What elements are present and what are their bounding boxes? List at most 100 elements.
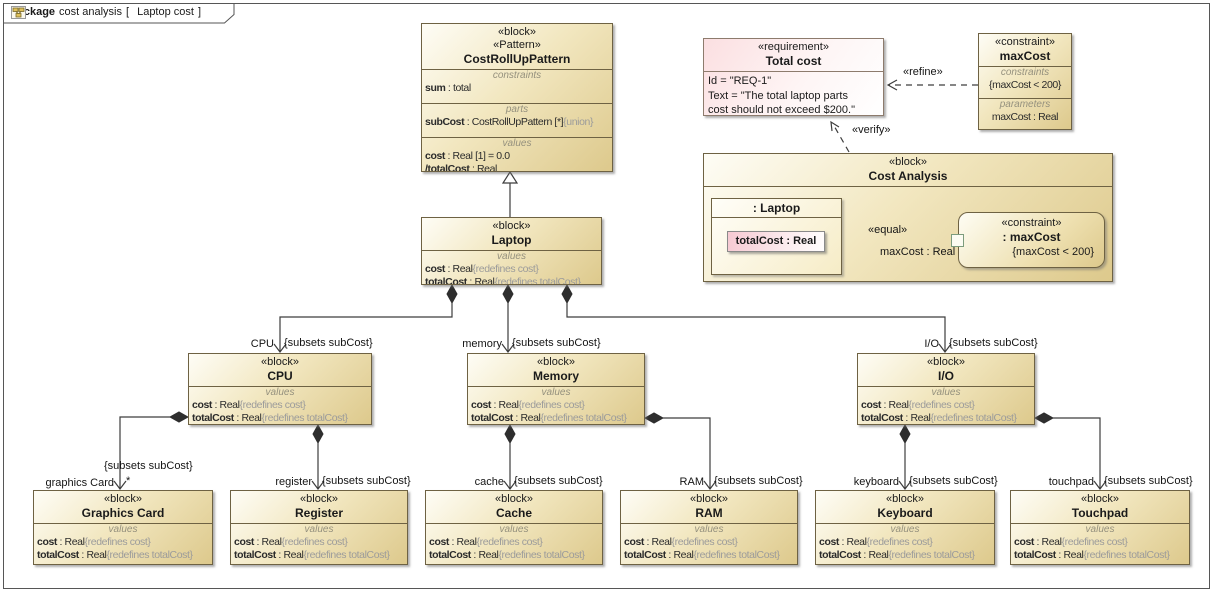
- value-property: cost : Real{redefines cost}: [1014, 536, 1128, 548]
- value-property: totalCost : Real{redefines totalCost}: [471, 411, 627, 424]
- constraint-item: {maxCost < 200}: [989, 79, 1061, 91]
- block-name: Cost Analysis: [868, 169, 948, 183]
- role-label-ram: RAM: [679, 476, 704, 488]
- block-costrolluppattern[interactable]: «block» «Pattern» CostRollUpPattern cons…: [421, 23, 613, 172]
- block-header: «block» CPU: [189, 354, 371, 386]
- value-property: cost : Real{redefines cost}: [429, 536, 543, 548]
- value-property: cost : Real{redefines cost}: [37, 536, 151, 548]
- diagram-frame: [3, 3, 1210, 589]
- value-property: totalCost : Real{redefines totalCost}: [1014, 548, 1170, 561]
- subsets-label-cpu: {subsets subCost}: [284, 337, 373, 349]
- parameter-port[interactable]: [951, 234, 964, 247]
- part-name: : Laptop: [712, 199, 841, 218]
- part-property: subCost : CostRollUpPattern [*]{union}: [425, 116, 594, 128]
- block-header: «block» I/O: [858, 354, 1034, 386]
- block-header: «block» Register: [231, 491, 407, 523]
- constraint-property-maxcost[interactable]: «constraint» : maxCost {maxCost < 200}: [958, 212, 1105, 268]
- stereotype: «block»: [261, 356, 299, 368]
- stereotype: «block»: [498, 26, 536, 38]
- compartment-label: values: [694, 524, 724, 535]
- requirement-name: Total cost: [765, 54, 822, 68]
- constraint-property: sum : total: [425, 82, 471, 94]
- role-label-touchpad: touchpad: [1048, 476, 1094, 488]
- block-laptop[interactable]: «block» Laptop values cost : Real{redefi…: [421, 217, 602, 285]
- value-property: totalCost : Real{redefines totalCost}: [819, 548, 975, 561]
- compartment-label: constraints: [1000, 67, 1050, 78]
- block-header: «block» Cost Analysis: [704, 154, 1112, 187]
- stereotype: «block»: [104, 493, 142, 505]
- block-name: Cache: [495, 506, 533, 520]
- role-label-cpu: CPU: [250, 338, 274, 350]
- block-touchpad[interactable]: «block» Touchpad values cost : Real{rede…: [1010, 490, 1190, 565]
- block-io[interactable]: «block» I/O values cost : Real{redefines…: [857, 353, 1035, 425]
- compartment-label: values: [499, 524, 529, 535]
- package-context: cost analysis: [59, 6, 123, 18]
- stereotype: «block»: [886, 493, 924, 505]
- block-name: CostRollUpPattern: [463, 52, 571, 66]
- value-property-totalcost[interactable]: totalCost : Real: [727, 231, 825, 252]
- compartment-label: values: [1085, 524, 1115, 535]
- values-compartment: values cost : Real{redefines cost} total…: [816, 523, 994, 564]
- role-label-io: I/O: [924, 338, 939, 350]
- stereotype: «requirement»: [758, 41, 829, 53]
- compartment-label: values: [890, 524, 920, 535]
- parts-compartment: parts subCost : CostRollUpPattern [*]{un…: [422, 103, 612, 137]
- block-keyboard[interactable]: «block» Keyboard values cost : Real{rede…: [815, 490, 995, 565]
- block-graphics-card[interactable]: «block» Graphics Card values cost : Real…: [33, 490, 213, 565]
- block-header: «block» RAM: [621, 491, 797, 523]
- block-cpu[interactable]: «block» CPU values cost : Real{redefines…: [188, 353, 372, 425]
- subsets-label-io: {subsets subCost}: [949, 337, 1038, 349]
- block-header: «block» Cache: [426, 491, 602, 523]
- subsets-label-register: {subsets subCost}: [322, 475, 411, 487]
- stereotype: «constraint»: [995, 36, 1055, 48]
- requirement-text: cost should not exceed $200.": [708, 104, 856, 116]
- block-header: «block» «Pattern» CostRollUpPattern: [422, 24, 612, 69]
- multiplicity-label-graphics: *: [126, 475, 131, 487]
- value-property: totalCost : Real{redefines totalCost}: [624, 548, 780, 561]
- role-label-cache: cache: [474, 476, 504, 488]
- block-name: Graphics Card: [81, 506, 165, 520]
- block-header: «block» Touchpad: [1011, 491, 1189, 523]
- value-property: totalCost : Real{redefines totalCost}: [192, 411, 348, 424]
- block-name: Register: [294, 506, 344, 520]
- compartment-label: parameters: [999, 98, 1051, 110]
- block-maxcost-constraint[interactable]: «constraint» maxCost constraints {maxCos…: [978, 33, 1072, 130]
- block-register[interactable]: «block» Register values cost : Real{rede…: [230, 490, 408, 565]
- block-name: Memory: [532, 369, 579, 383]
- subsets-label-cache: {subsets subCost}: [514, 475, 603, 487]
- block-name: CPU: [267, 369, 293, 383]
- value-property: cost : Real{redefines cost}: [471, 399, 585, 411]
- requirement-total-cost[interactable]: «requirement» Total cost Id = "REQ-1" Te…: [703, 38, 884, 116]
- compartment-label: parts: [505, 104, 529, 115]
- constraint-property-name: : maxCost: [1002, 230, 1061, 244]
- block-name: RAM: [695, 506, 723, 520]
- block-header: «block» Graphics Card: [34, 491, 212, 523]
- block-name: I/O: [937, 369, 954, 383]
- requirement-text: Text = "The total laptop parts: [708, 89, 848, 102]
- subsets-label-graphics: {subsets subCost}: [104, 460, 193, 472]
- value-property: totalCost : Real{redefines totalCost}: [429, 548, 585, 561]
- values-compartment: values cost : Real{redefines cost} total…: [422, 250, 601, 284]
- block-name: maxCost: [999, 49, 1051, 63]
- value-property: cost : Real{redefines cost}: [819, 536, 933, 548]
- block-cache[interactable]: «block» Cache values cost : Real{redefin…: [425, 490, 603, 565]
- subsets-label-keyboard: {subsets subCost}: [909, 475, 998, 487]
- subsets-label-touchpad: {subsets subCost}: [1104, 475, 1193, 487]
- values-compartment: values cost : Real{redefines cost} total…: [468, 386, 644, 424]
- block-memory[interactable]: «block» Memory values cost : Real{redefi…: [467, 353, 645, 425]
- block-header: «block» Keyboard: [816, 491, 994, 523]
- values-compartment: values cost : Real{redefines cost} total…: [858, 386, 1034, 424]
- values-compartment: values cost : Real{redefines cost} total…: [426, 523, 602, 564]
- block-ram[interactable]: «block» RAM values cost : Real{redefines…: [620, 490, 798, 565]
- value-property: totalCost : Real{redefines totalCost}: [37, 548, 193, 561]
- role-label-register: register: [275, 476, 312, 488]
- constraint-expression: {maxCost < 200}: [1012, 246, 1094, 258]
- diagram-name: Laptop cost: [137, 6, 194, 18]
- value-property: totalCost : Real{redefines totalCost}: [861, 411, 1017, 424]
- value-property: cost : Real{redefines cost}: [234, 536, 348, 548]
- values-compartment: values cost : Real{redefines cost} total…: [189, 386, 371, 424]
- requirement-header: «requirement» Total cost: [704, 39, 883, 71]
- package-tab-outline: [3, 3, 235, 24]
- package-tab[interactable]: package cost analysis [ Laptop cost ]: [3, 3, 235, 24]
- compartment-label: values: [497, 251, 526, 262]
